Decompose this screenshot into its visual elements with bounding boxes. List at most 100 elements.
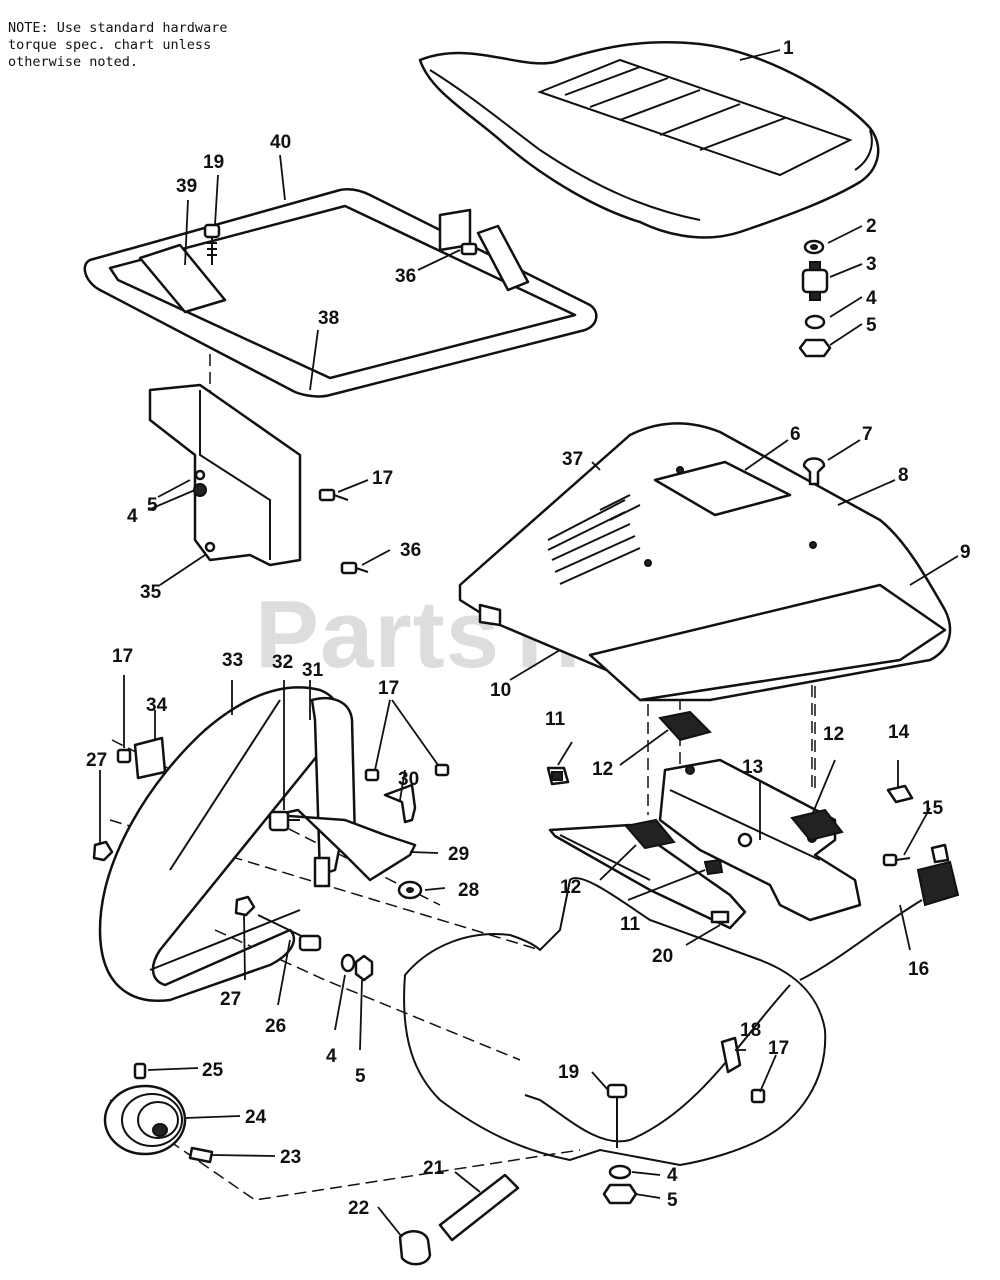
callout-21: 21 [423,1158,445,1179]
clamp-part-18 [720,1036,742,1074]
clip-part-14 [886,784,914,804]
note-line-2: torque spec. chart unless [8,37,212,53]
callout-27-b: 27 [220,989,241,1010]
callout-31: 31 [302,660,324,681]
callout-9: 9 [960,542,971,563]
bracket-part-35 [148,383,302,567]
callout-4-a: 4 [866,288,877,309]
callout-8: 8 [898,465,909,486]
throttle-part-16 [524,843,960,1143]
callout-14: 14 [888,722,910,743]
seat-frame-part-38 [83,187,598,398]
callout-4-c: 4 [326,1046,337,1067]
nut-part-27-a [92,840,114,862]
tank-outline [403,877,827,1167]
callout-17-a: 17 [372,468,393,489]
screw-part-17-d [750,1088,766,1104]
cap-part-22 [398,1230,432,1266]
screw-part-15 [882,853,911,867]
screws-part-17-b [364,763,450,782]
callout-5-b: 5 [147,495,158,516]
pulley-part-24 [103,1084,187,1156]
callout-17-b: 17 [112,646,133,667]
callout-10: 10 [490,680,511,701]
hood-part-37 [458,422,952,702]
bracket-part-31 [273,696,417,888]
setscrew-part-25 [133,1062,147,1080]
callout-26: 26 [265,1016,286,1037]
knob-part-7 [802,457,826,486]
screw-part-36-b [340,561,369,575]
callout-32: 32 [272,652,293,673]
bolt-part-19-top [203,223,221,265]
note-line-1: NOTE: Use standard hardware [8,20,228,36]
bolt-part-19-bottom [606,1083,628,1148]
callout-1: 1 [783,38,794,59]
key-part-23 [188,1146,214,1164]
screw-part-36-top [460,242,478,256]
callout-36-b: 36 [400,540,421,561]
nut-part-27-b [234,895,256,917]
washer-nut-4-5-bottom [602,1164,638,1205]
callout-25: 25 [202,1060,224,1081]
callout-12-c: 12 [560,877,581,898]
callout-5-c: 5 [355,1066,366,1087]
rod-part-26 [257,914,322,952]
washer-part-28 [397,880,423,900]
callout-34: 34 [146,695,168,716]
washer-nut-4-5-mid [340,953,374,982]
callout-11-b: 11 [620,914,641,935]
callout-7: 7 [862,424,873,445]
hardware-note: NOTE: Use standard hardware torque spec.… [8,20,268,71]
screw-part-17-c [116,748,132,764]
callout-35: 35 [140,582,162,603]
callout-29: 29 [448,844,469,865]
pin-part-21 [438,1173,520,1242]
leader-lines [99,49,959,1238]
callout-16: 16 [908,959,929,980]
seat-part-1 [418,41,880,239]
callout-17-d: 17 [768,1038,789,1059]
callout-23: 23 [280,1147,301,1168]
callout-39: 39 [176,176,197,197]
callout-19-b: 19 [558,1062,579,1083]
callout-30: 30 [398,769,419,790]
callout-13: 13 [742,757,763,778]
callout-15: 15 [922,798,944,819]
callout-3: 3 [866,254,877,275]
callout-19-a: 19 [203,152,224,173]
callout-28: 28 [458,880,479,901]
callout-11-a: 11 [545,709,566,730]
panel-part-20 [548,823,747,930]
callout-labels: 1 2 3 4 5 6 7 8 9 10 11 11 12 12 12 13 1… [86,38,971,1219]
callout-27-a: 27 [86,750,107,771]
bracket-part-30 [383,783,417,824]
note-line-3: otherwise noted. [8,54,139,70]
callout-36-a: 36 [395,266,416,287]
callout-33: 33 [222,650,243,671]
seat-hardware [798,239,832,358]
callout-17-c: 17 [378,678,399,699]
plate-part-34 [133,736,167,780]
callout-18: 18 [740,1020,761,1041]
callout-20: 20 [652,946,673,967]
callout-12-a: 12 [592,759,613,780]
callout-40: 40 [270,132,291,153]
callout-38: 38 [318,308,339,329]
callout-5-d: 5 [667,1190,678,1211]
pads-part-12 [624,710,844,850]
callout-2: 2 [866,216,877,237]
callout-12-b: 12 [823,724,844,745]
callout-5-a: 5 [866,315,877,336]
belt-guard-part-33 [98,686,340,1002]
callout-24: 24 [245,1107,267,1128]
bolt-part-32 [268,810,300,832]
callout-4-d: 4 [667,1165,678,1186]
callout-22: 22 [348,1198,369,1219]
screw-part-17-a [318,488,349,502]
callout-4-b: 4 [127,506,138,527]
callout-6: 6 [790,424,801,445]
clips-part-11 [546,766,724,876]
callout-37: 37 [562,449,583,470]
